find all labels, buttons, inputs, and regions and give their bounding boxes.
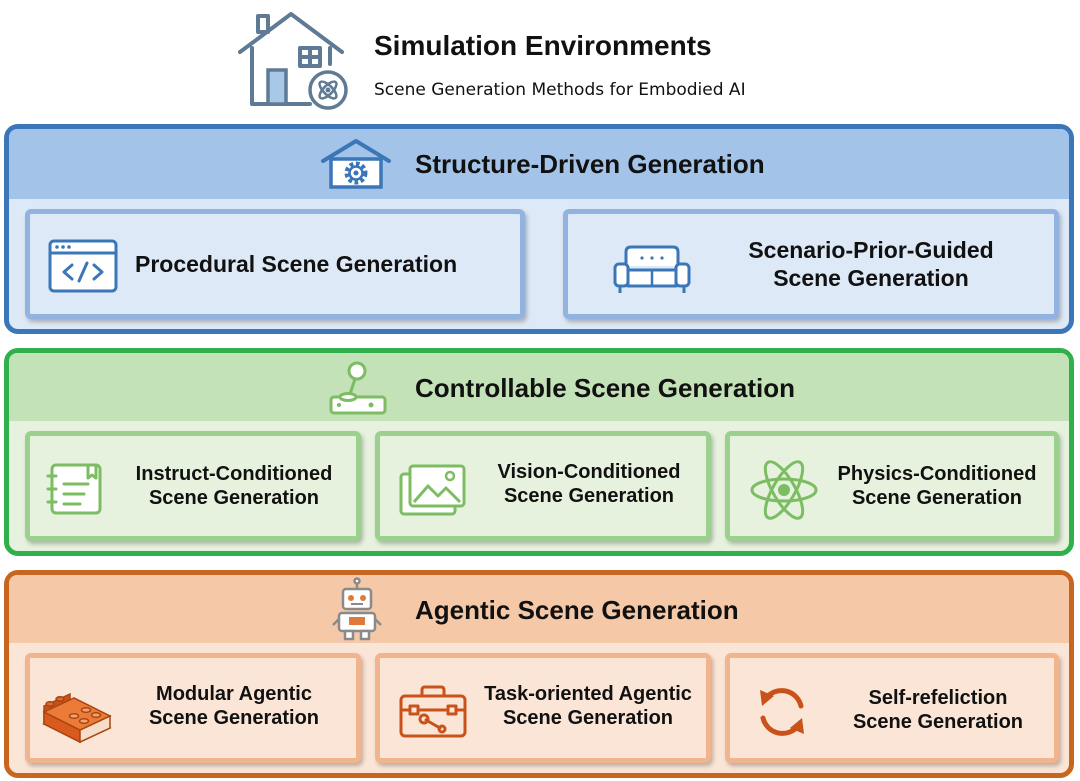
image-icon [398,462,468,518]
vision-conditioned-card: Vision-Conditioned Scene Generation [375,431,711,541]
card-label: Self-refeliction Scene Generation [826,686,1050,735]
card-label-line: Vision-Conditioned [497,461,681,483]
card-label-line: Scene Generation [852,711,1024,734]
card-label: Instruct-Conditioned Scene Generation [116,462,352,511]
card-label: Physics-Conditioned Scene Generation [824,462,1050,511]
card-label: Modular Agentic Scene Generation [116,682,352,731]
controllable-section: Controllable Scene Generation Instruct-C… [4,348,1074,556]
toolbox-icon [398,684,468,740]
card-label-line: Instruct-Conditioned [135,463,333,485]
instruct-conditioned-card: Instruct-Conditioned Scene Generation [25,431,361,541]
atom-icon [748,454,820,526]
card-label-line: Scene Generation [851,487,1023,510]
card-label-line: Scene Generation [502,707,674,730]
card-label-line: Scene Generation [148,707,320,730]
code-window-icon [48,239,118,293]
agentic-section: Agentic Scene Generation [4,570,1074,778]
card-label-line: Scene Generation [503,485,675,508]
card-label: Vision-Conditioned Scene Generation [476,460,702,509]
robot-icon [331,577,383,643]
house-atom-icon [236,8,348,112]
lego-brick-icon [40,680,114,744]
structure-driven-section: Structure-Driven Generation Procedural S… [4,124,1074,334]
card-label: Task-oriented Agentic Scene Generation [472,682,704,731]
physics-conditioned-card: Physics-Conditioned Scene Generation [725,431,1059,541]
refresh-icon [752,682,812,742]
page-subtitle: Scene Generation Methods for Embodied AI [374,80,746,100]
card-label: Scenario-Prior-Guided Scene Generation [698,236,1044,292]
card-label-line: Procedural Scene Generation [135,251,458,277]
procedural-scene-generation-card: Procedural Scene Generation [25,209,525,319]
notebook-icon [42,462,106,518]
modular-agentic-card: Modular Agentic Scene Generation [25,653,361,763]
card-label-line: Scenario-Prior-Guided [748,237,994,263]
sofa-icon [612,244,692,296]
joystick-icon [327,359,389,417]
card-label-line: Scene Generation [148,487,320,510]
section-header [9,129,1069,199]
card-label-line: Task-oriented Agentic [484,683,692,705]
section-title: Controllable Scene Generation [415,373,795,403]
page-title: Simulation Environments [374,30,712,61]
section-title: Structure-Driven Generation [415,149,765,179]
task-oriented-agentic-card: Task-oriented Agentic Scene Generation [375,653,711,763]
self-reflection-card: Self-refeliction Scene Generation [725,653,1059,763]
card-label-line: Self-refeliction [868,687,1008,709]
card-label-line: Scene Generation [773,265,969,292]
section-header [9,575,1069,643]
scenario-prior-guided-card: Scenario-Prior-Guided Scene Generation [563,209,1059,319]
card-label-line: Modular Agentic [156,683,312,705]
card-label-line: Physics-Conditioned [837,463,1037,485]
house-gear-icon [319,137,393,191]
section-header [9,353,1069,421]
section-title: Agentic Scene Generation [415,595,739,625]
card-label: Procedural Scene Generation [135,250,510,278]
